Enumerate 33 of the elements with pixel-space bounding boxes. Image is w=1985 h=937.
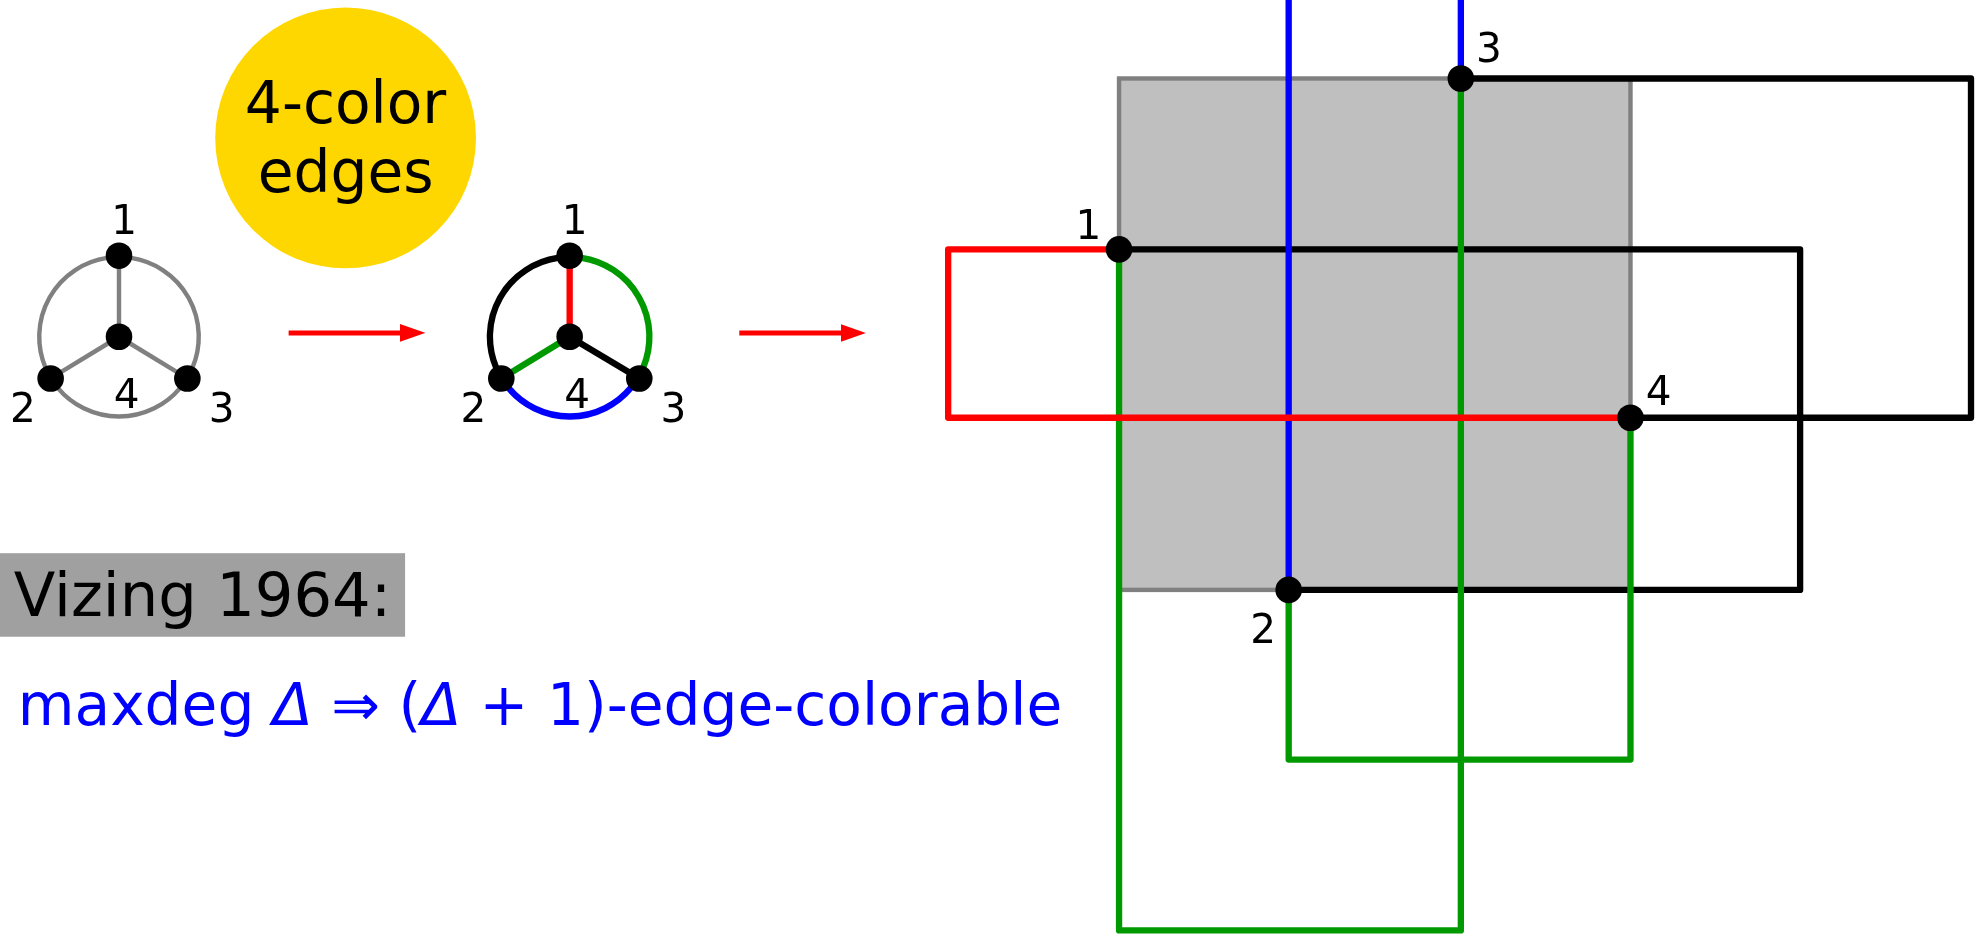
graph-edge <box>1285 0 1464 578</box>
vertex-number: 2 <box>460 383 487 432</box>
graph-edge <box>130 255 201 369</box>
vertex-number: 4 <box>1645 367 1672 416</box>
graph-edge <box>1285 429 1634 763</box>
theorem-statement: maxdeg Δ ⇒ (Δ + 1)-edge-colorable <box>17 670 1063 740</box>
graph-edge <box>578 340 631 376</box>
graph-edge <box>59 341 110 375</box>
graph-edge <box>566 267 573 325</box>
graph-edge <box>116 267 122 325</box>
vertex-number: 1 <box>111 196 137 245</box>
vertex-number: 3 <box>1476 24 1502 73</box>
vertex-number: 2 <box>9 383 36 432</box>
graph-edge <box>1131 246 1804 594</box>
graph-edge <box>509 340 562 375</box>
graph-edge <box>56 386 182 419</box>
vertex-number: 3 <box>660 383 687 432</box>
graph-edge <box>1472 75 1975 421</box>
theorem-label: Vizing 1964: <box>0 553 406 637</box>
vertex-number: 4 <box>564 369 591 418</box>
vertex-number: 4 <box>113 369 140 418</box>
vertex-number: 3 <box>208 383 235 432</box>
graph-edge <box>1115 90 1464 934</box>
graph-edge <box>945 246 1619 421</box>
graph-edge <box>506 385 634 420</box>
graph-edge <box>486 254 559 369</box>
highlight-circle: 4-color edges <box>215 7 476 269</box>
graph-edge <box>580 254 653 369</box>
vertex-number: 1 <box>1075 201 1102 250</box>
graph-edge <box>37 255 108 369</box>
vertex-number: 1 <box>561 196 588 245</box>
graph-edge <box>128 341 179 375</box>
vertex-number: 2 <box>1250 605 1277 654</box>
